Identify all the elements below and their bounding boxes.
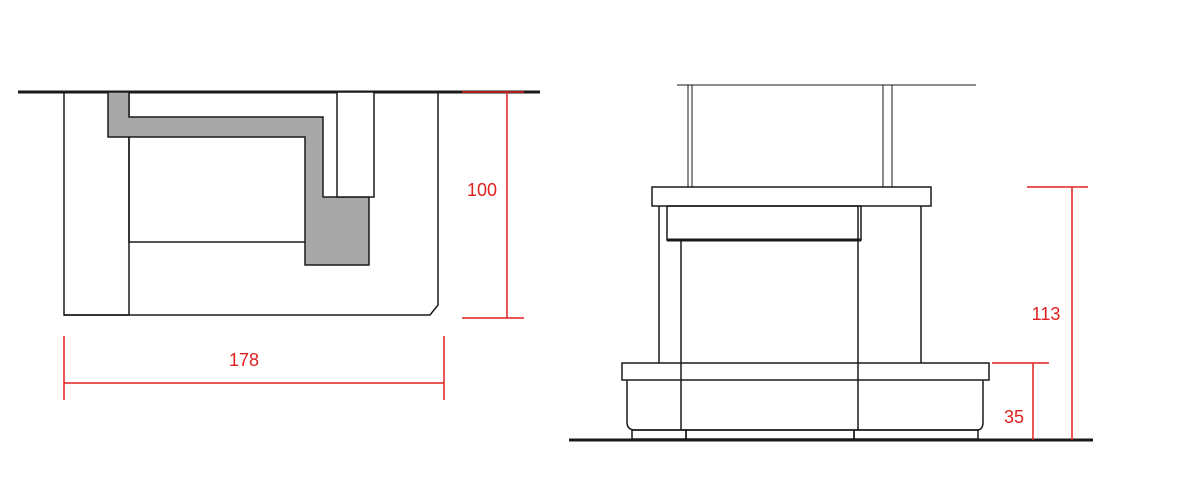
plan-depth-dimension xyxy=(462,91,524,319)
plan-firebox xyxy=(128,137,305,243)
elevation-hearth-slab xyxy=(621,362,990,381)
elevation-foot-left xyxy=(631,429,687,440)
elevation-right-jamb xyxy=(857,206,922,363)
plan-width-dimension xyxy=(63,336,445,400)
plan-depth-label: 100 xyxy=(467,180,497,200)
elevation-left-jamb xyxy=(658,206,682,363)
elevation-base-height-label: 35 xyxy=(1004,407,1024,427)
elevation-lintel xyxy=(666,205,862,241)
plan-shaded-duct xyxy=(107,91,370,266)
plan-width-label: 178 xyxy=(229,350,259,370)
elevation-mantel-shelf xyxy=(651,186,932,207)
plan-chimney-column xyxy=(336,91,375,198)
elevation-base-height-dimension xyxy=(992,362,1049,440)
elevation-view xyxy=(569,84,1093,442)
elevation-total-height-dimension xyxy=(1027,186,1088,440)
elevation-total-height-label: 113 xyxy=(1032,304,1061,324)
elevation-foot-right xyxy=(853,429,979,440)
plan-view xyxy=(18,90,540,316)
elevation-foot-middle xyxy=(685,429,855,440)
plan-hearth-outline xyxy=(63,92,439,316)
